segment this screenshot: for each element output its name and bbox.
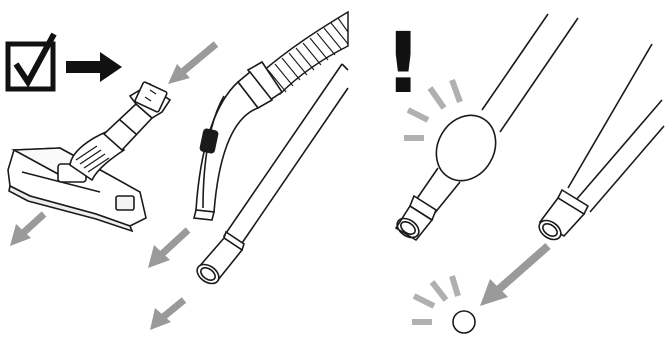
blockage-bulge	[425, 105, 507, 192]
direction-arrow-bottom	[150, 300, 184, 330]
burst-lines-bottom	[412, 276, 458, 322]
direction-arrow-middle	[148, 230, 188, 268]
right-arrow-icon	[66, 52, 122, 82]
extension-tube-right	[536, 44, 664, 243]
floor-nozzle	[8, 82, 170, 231]
direction-arrow-left	[10, 214, 44, 246]
warning-exclamation: !	[384, 14, 422, 112]
loose-object-dot	[453, 311, 475, 333]
direction-arrow-right	[480, 246, 548, 306]
checkbox-checked-icon	[8, 34, 54, 89]
direction-arrow-top	[168, 44, 216, 84]
